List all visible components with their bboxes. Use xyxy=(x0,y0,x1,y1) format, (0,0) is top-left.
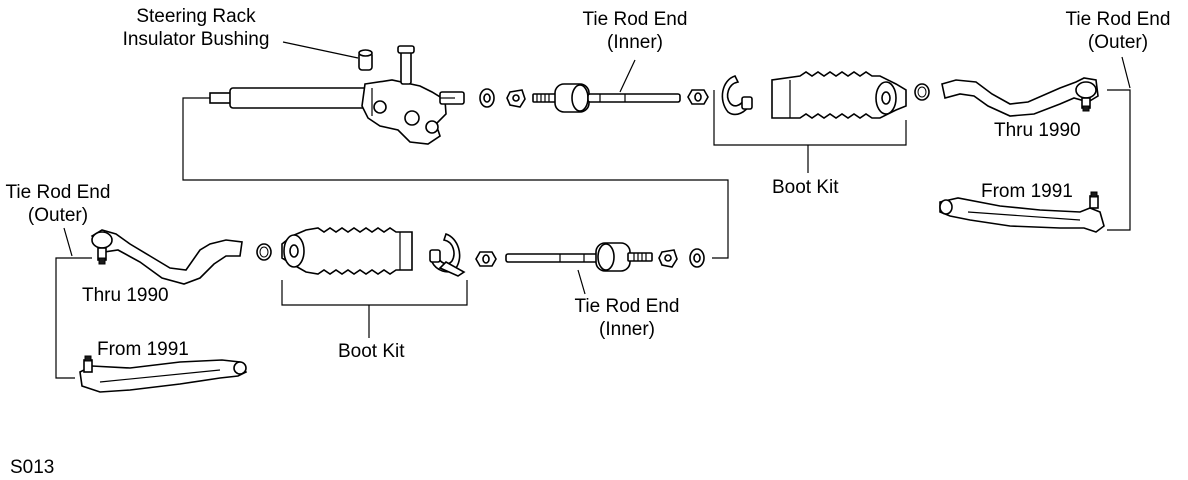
leader-lines xyxy=(55,41,1131,379)
snap-ring-bottom xyxy=(256,243,272,261)
outer-tie-rod-right-from-1991 xyxy=(939,191,1105,233)
steering-rack xyxy=(209,45,465,145)
boot-kit-top-bracket xyxy=(713,90,907,146)
outer-left-leader xyxy=(63,227,73,257)
inner-tie-rod-top xyxy=(532,83,681,113)
from-1991-left-label: From 1991 xyxy=(97,339,189,360)
inner-tie-rod-top-label: Tie Rod End (Inner) xyxy=(582,9,688,53)
outer-tie-rod-right-label: Tie Rod End (Outer) xyxy=(1065,9,1171,53)
boot-kit-bottom-bracket xyxy=(281,280,468,306)
outer-right-bracket xyxy=(1107,89,1131,231)
figure-code: S013 xyxy=(10,457,55,478)
boot-clamp-top xyxy=(721,75,753,116)
outer-right-leader xyxy=(1121,56,1131,89)
inner-tie-rod-top-leader xyxy=(619,59,636,93)
outer-tie-rod-right-thru-1990 xyxy=(941,77,1099,117)
boot-kit-bottom-label: Boot Kit xyxy=(338,341,405,362)
steering-rack-bushing-label: Steering Rack Insulator Bushing xyxy=(122,6,270,50)
insulator-bushing xyxy=(358,49,373,71)
inner-tie-rod-bottom-label: Tie Rod End (Inner) xyxy=(574,296,680,340)
outer-tie-rod-left-label: Tie Rod End (Outer) xyxy=(5,182,111,226)
inner-tie-rod-bottom-leader xyxy=(577,269,586,295)
outer-tie-rod-left-thru-1990 xyxy=(90,229,243,285)
pinion-shaft-end xyxy=(397,45,415,54)
bushing-leader xyxy=(282,41,359,59)
pinion-shaft xyxy=(400,49,412,85)
rack-to-lower-assembly-leader xyxy=(182,97,729,259)
rack-gearbox-body xyxy=(361,79,447,145)
outer-left-bracket xyxy=(55,257,92,379)
from-1991-right-label: From 1991 xyxy=(981,181,1073,202)
rack-housing-tube xyxy=(229,87,371,109)
boot-kit-top-label: Boot Kit xyxy=(772,177,839,198)
lower-hardware xyxy=(475,248,705,268)
boot-top xyxy=(771,71,907,119)
snap-ring-top xyxy=(914,83,930,101)
thru-1990-left-label: Thru 1990 xyxy=(82,285,169,306)
boot-bottom xyxy=(281,227,413,275)
rack-stub-left xyxy=(209,92,233,104)
inner-tie-rod-bottom xyxy=(505,242,653,272)
thru-1990-right-label: Thru 1990 xyxy=(994,120,1081,141)
boot-clamp-bottom xyxy=(429,232,466,277)
upper-hardware xyxy=(479,88,709,108)
outer-tie-rod-left-from-1991 xyxy=(79,355,248,393)
